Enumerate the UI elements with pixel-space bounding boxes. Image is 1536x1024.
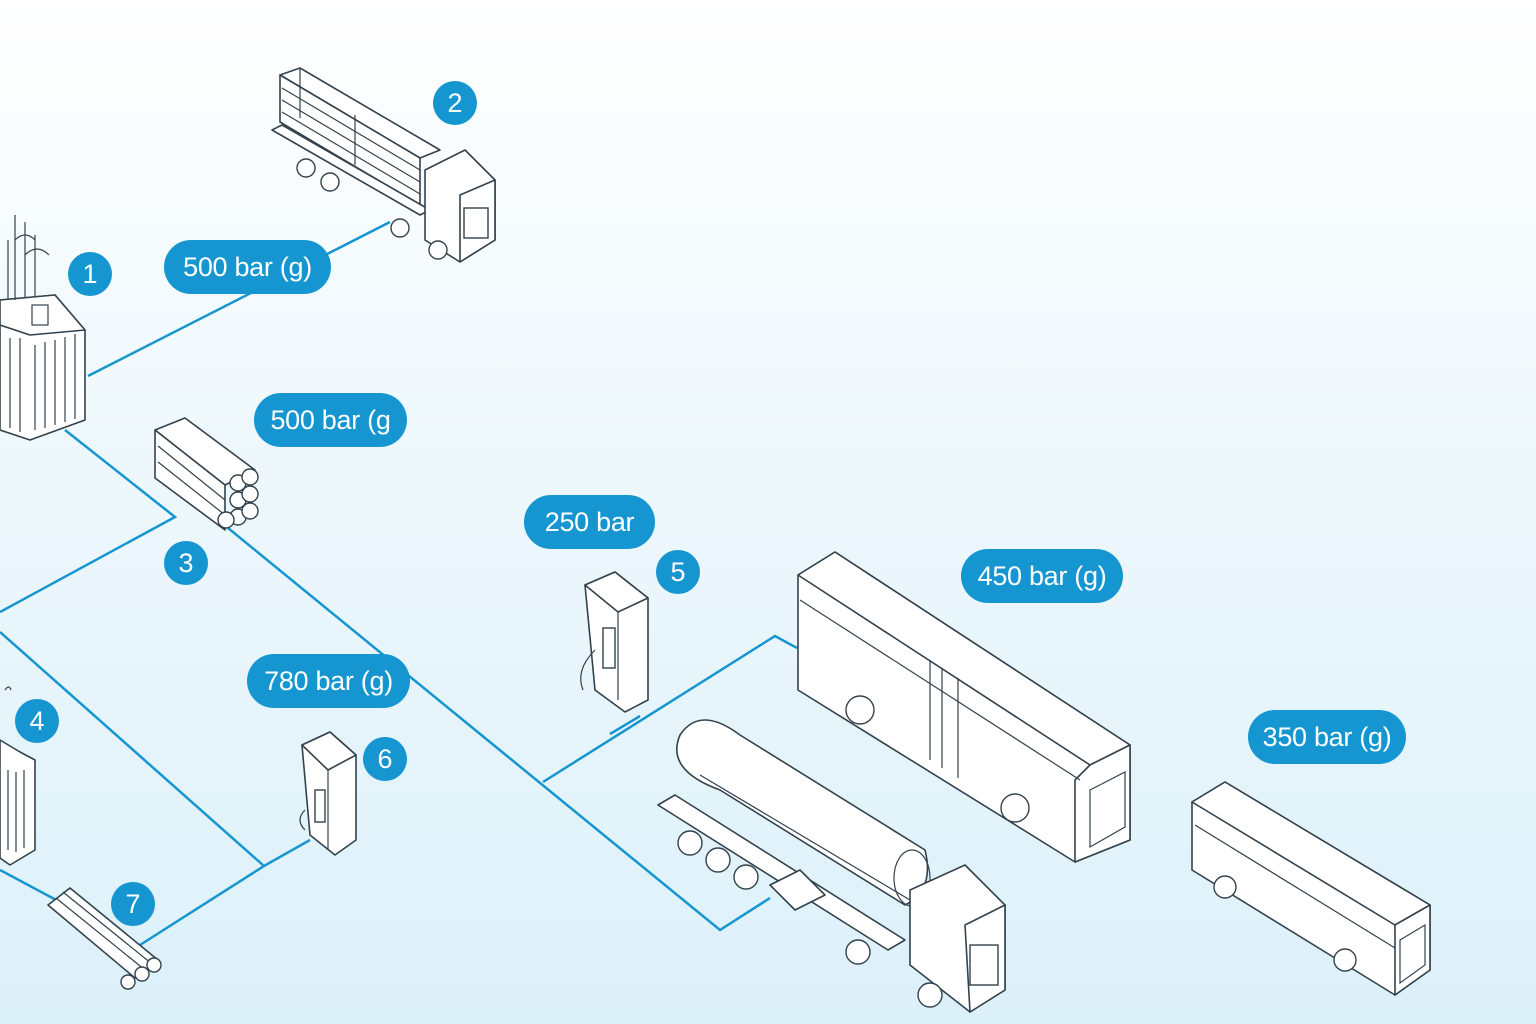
pressure-label: 500 bar (g xyxy=(254,393,407,447)
pressure-label: 500 bar (g) xyxy=(164,240,331,294)
tube-trailer-truck-icon xyxy=(271,67,496,263)
step-badge: 6 xyxy=(363,737,407,781)
tank-trailer-truck-icon xyxy=(657,719,1006,1013)
small-bus-icon xyxy=(1191,781,1431,996)
step-badge: 2 xyxy=(433,81,477,125)
electrolyzer-plant-icon xyxy=(0,215,86,441)
step-badge: 3 xyxy=(164,541,208,585)
pressure-label: 250 bar xyxy=(524,495,655,549)
pressure-label: 350 bar (g) xyxy=(1248,710,1406,764)
step-badge: 1 xyxy=(68,252,112,296)
pressure-label: 780 bar (g) xyxy=(247,654,410,708)
step-badge: 7 xyxy=(111,882,155,926)
step-badge: 4 xyxy=(15,699,59,743)
pressure-label: 450 bar (g) xyxy=(961,549,1123,603)
cylinder-bundle-icon xyxy=(154,417,259,531)
dispenser-icon xyxy=(580,571,649,713)
step-badge: 5 xyxy=(656,550,700,594)
dispenser-icon xyxy=(299,731,357,856)
compressor-unit-icon xyxy=(0,686,36,866)
storage-tubes-icon xyxy=(47,887,162,990)
coach-bus-icon xyxy=(797,551,1131,863)
